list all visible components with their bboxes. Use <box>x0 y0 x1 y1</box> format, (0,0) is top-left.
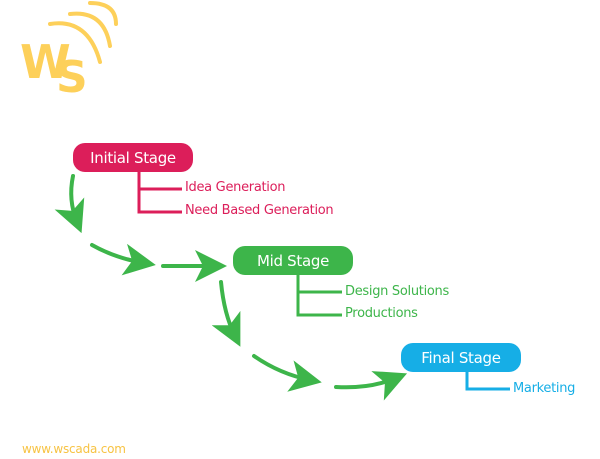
mid-stage-box: Mid Stage <box>233 246 353 275</box>
flow-arrow-1 <box>54 174 85 234</box>
final-stage-label: Final Stage <box>421 348 501 367</box>
flow-arrow-4 <box>211 280 241 347</box>
flow-arrow-2 <box>90 243 156 276</box>
initial-stage-box: Initial Stage <box>73 143 193 172</box>
mid-stage-connector <box>296 275 342 317</box>
logo-s-letter: S <box>56 52 88 103</box>
initial-stage-connector <box>137 172 182 214</box>
final-stage-connector <box>465 371 510 391</box>
item-marketing: Marketing <box>513 381 576 396</box>
flow-arrow-5 <box>252 354 322 392</box>
signal-waves-icon <box>48 1 118 64</box>
wscada-logo: W S <box>20 1 118 103</box>
item-idea-generation: Idea Generation <box>185 180 286 195</box>
initial-stage-label: Initial Stage <box>90 148 176 167</box>
logo-w-letter: W <box>20 35 71 89</box>
flow-arrows <box>54 174 408 401</box>
final-stage-box: Final Stage <box>401 343 521 372</box>
flow-arrow-6 <box>334 371 408 401</box>
item-design-solutions: Design Solutions <box>345 284 449 299</box>
item-productions: Productions <box>345 306 418 321</box>
footer-url[interactable]: www.wscada.com <box>22 442 126 456</box>
mid-stage-label: Mid Stage <box>256 251 330 270</box>
item-need-based-generation: Need Based Generation <box>185 203 334 218</box>
